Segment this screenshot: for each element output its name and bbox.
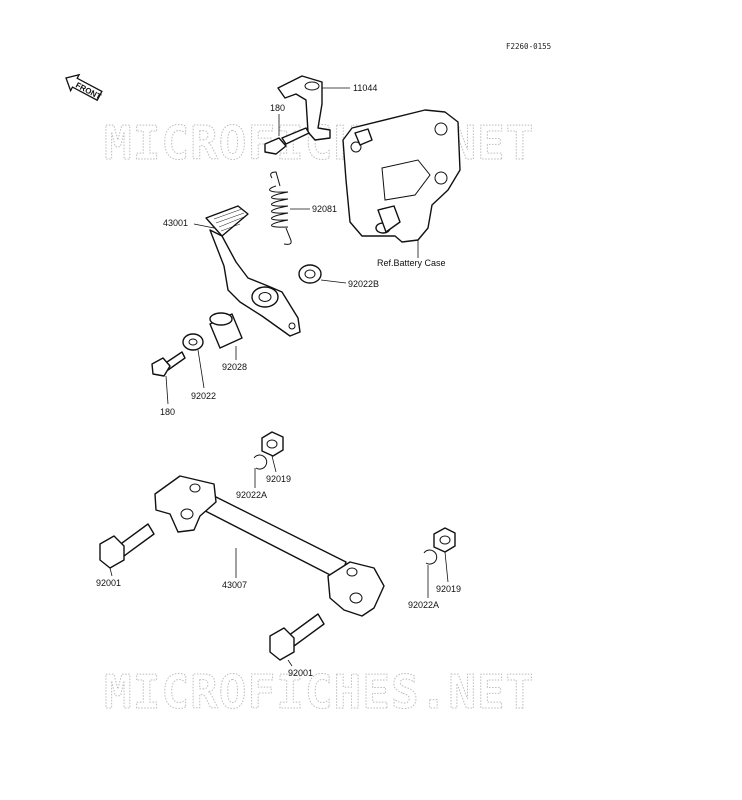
front-arrow-icon: FRONT — [65, 73, 103, 101]
label-180-bottom: 180 — [160, 407, 175, 417]
nut-92019-right — [433, 527, 456, 553]
label-43001: 43001 — [163, 218, 188, 228]
label-11044: 11044 — [353, 83, 377, 93]
label-92022A-top: 92022A — [236, 490, 267, 500]
label-92022: 92022 — [191, 391, 216, 401]
part-11044 — [277, 75, 331, 141]
pin-92001-bottom — [269, 613, 325, 661]
label-ref-battery-case: Ref.Battery Case — [377, 258, 446, 268]
label-92001-bottom: 92001 — [288, 668, 313, 678]
label-92081: 92081 — [312, 204, 337, 214]
bolt-180-top — [264, 127, 310, 155]
battery-case-bracket — [342, 109, 461, 243]
diagram-code: F2260-0155 — [506, 42, 551, 51]
watermark-bottom: MICROFICHES.NET — [104, 665, 534, 719]
clip-92022A-top — [253, 454, 268, 470]
nut-92019-top — [261, 431, 284, 457]
label-92019-right: 92019 — [436, 584, 461, 594]
washer-92022 — [182, 333, 204, 351]
pin-92001-left — [99, 523, 155, 569]
collar-92028 — [209, 312, 243, 349]
label-92001-left: 92001 — [96, 578, 121, 588]
clip-92022A-right — [423, 549, 438, 565]
leader-lines — [109, 87, 449, 667]
label-92022A-right: 92022A — [408, 600, 439, 610]
spring-92081 — [269, 171, 292, 245]
washer-92022B — [298, 264, 322, 284]
brake-pedal-43001 — [205, 205, 301, 337]
label-180-top: 180 — [270, 103, 285, 113]
rod-43007 — [154, 475, 385, 617]
label-92028: 92028 — [222, 362, 247, 372]
bolt-180-bottom — [151, 351, 186, 377]
label-92019-top: 92019 — [266, 474, 291, 484]
label-92022B: 92022B — [348, 279, 379, 289]
label-43007: 43007 — [222, 580, 247, 590]
